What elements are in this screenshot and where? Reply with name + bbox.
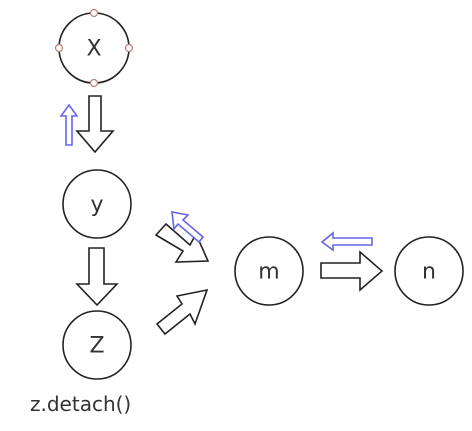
node-x-handle-right[interactable]	[124, 43, 134, 53]
node-m[interactable]: m	[234, 236, 304, 306]
back-arrow-y-to-x[interactable]	[59, 103, 79, 146]
arrow-z-to-m[interactable]	[155, 288, 209, 336]
node-y-circle	[62, 169, 132, 239]
node-n[interactable]: n	[394, 236, 464, 306]
back-arrow-n-to-m[interactable]	[320, 231, 373, 252]
node-z[interactable]: Z	[62, 310, 132, 380]
node-x-label: X	[86, 37, 101, 62]
node-m-circle	[234, 236, 304, 306]
node-z-circle	[62, 310, 132, 380]
code-caption: z.detach()	[30, 392, 132, 416]
arrow-x-to-y[interactable]	[75, 95, 115, 154]
node-n-circle	[394, 236, 464, 306]
node-x-handle-top[interactable]	[89, 8, 99, 18]
arrow-y-to-m[interactable]	[154, 222, 210, 263]
node-x[interactable]: X	[54, 8, 134, 88]
node-z-label: Z	[89, 334, 104, 359]
node-x-handle-bottom[interactable]	[89, 78, 99, 88]
arrow-m-to-n[interactable]	[320, 250, 384, 292]
node-y-label: y	[90, 193, 103, 218]
node-n-label: n	[422, 260, 436, 285]
node-m-label: m	[258, 260, 279, 285]
node-x-handle-left[interactable]	[54, 43, 64, 53]
arrow-y-to-z[interactable]	[75, 247, 119, 307]
back-arrow-m-to-y[interactable]	[171, 211, 205, 244]
node-y[interactable]: y	[62, 169, 132, 239]
